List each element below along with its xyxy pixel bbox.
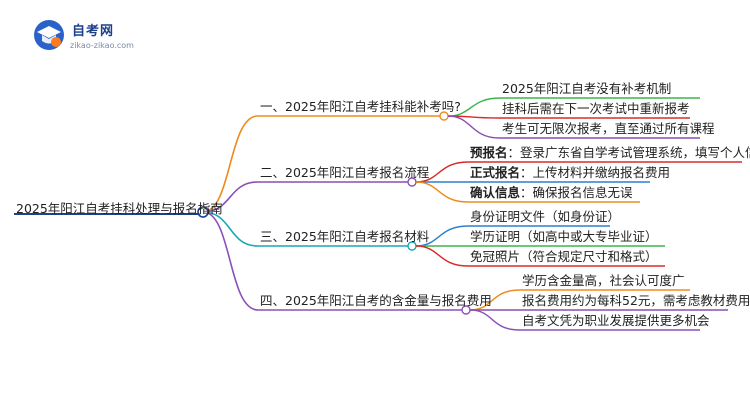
leaf-label-1-2: 挂科后需在下一次考试中重新报考: [502, 101, 690, 116]
branch-connector-1: [202, 115, 259, 213]
leaf-connector-1-3: [447, 115, 501, 139]
logo-name: 自考网: [72, 24, 115, 39]
branch-connector-2: [202, 181, 259, 213]
branch-label-2: 二、2025年阳江自考报名流程: [260, 165, 430, 180]
leaf-label-1-3: 考生可无限次报考，直至通过所有课程: [502, 121, 715, 136]
branch-label-4: 四、2025年阳江自考的含金量与报名费用: [260, 293, 492, 308]
branch-connector-3: [202, 211, 259, 247]
leaf-head-2-1: 预报名: [470, 145, 508, 160]
leaf-label-2-2: ：上传材料并缴纳报名费用: [520, 165, 671, 180]
branch-label-1: 一、2025年阳江自考挂科能补考吗?: [260, 99, 461, 114]
graduation-cap-icon: [34, 20, 64, 50]
leaf-label-4-1: 学历含金量高，社会认可度广: [522, 273, 685, 288]
branch-label-3: 三、2025年阳江自考报名材料: [260, 229, 430, 244]
leaf-label-3-2: 学历证明（如高中或大专毕业证）: [470, 229, 658, 244]
leaf-head-2-3: 确认信息: [470, 185, 521, 200]
branch-connector-4: [202, 211, 259, 311]
leaf-label-2-3: ：确保报名信息无误: [520, 185, 633, 200]
root-node: [197, 206, 209, 218]
leaf-label-2-1: ：登录广东省自学考试管理系统，填写个人信息: [507, 145, 750, 160]
leaf-label-4-3: 自考文凭为职业发展提供更多机会: [522, 313, 710, 328]
leaf-connector-4-3: [469, 309, 521, 331]
leaf-label-3-3: 免冠照片（符合规定尺寸和格式）: [470, 249, 658, 264]
site-logo[interactable]: 自考网 zikao-zikao.com: [32, 12, 172, 58]
leaf-label-4-2: 报名费用约为每科52元，需考虑教材费用: [522, 293, 750, 308]
leaf-head-2-2: 正式报名: [470, 165, 521, 180]
leaf-connector-2-3: [415, 181, 469, 203]
leaf-connector-3-3: [415, 245, 469, 267]
logo-url: zikao-zikao.com: [70, 41, 134, 50]
leaf-label-1-1: 2025年阳江自考没有补考机制: [502, 81, 672, 96]
root-topic: 2025年阳江自考挂科处理与报名指南: [16, 201, 223, 216]
leaf-label-3-1: 身份证明文件（如身份证）: [470, 209, 621, 224]
